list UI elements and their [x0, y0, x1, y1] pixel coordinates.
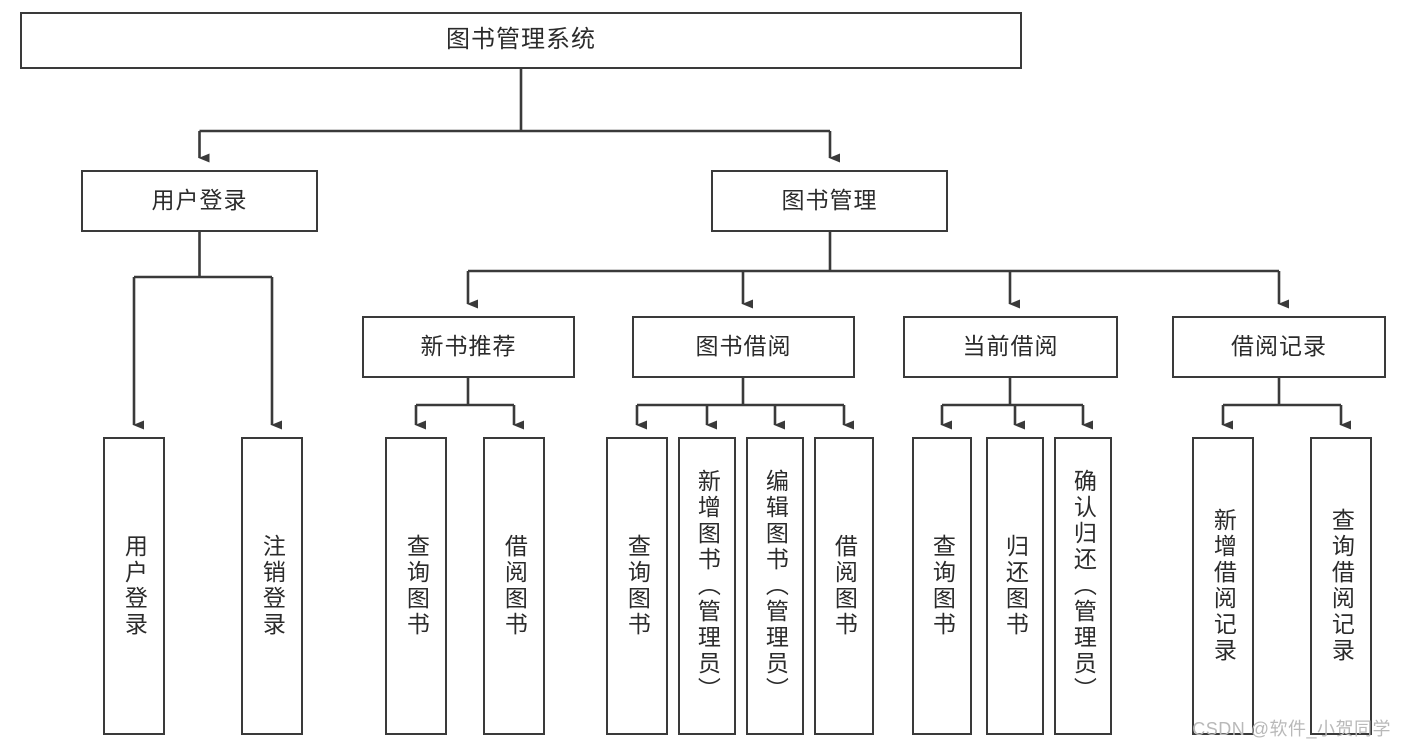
- node-label: 新增借阅记录: [1210, 508, 1237, 664]
- node-label: 查询借阅记录: [1328, 508, 1355, 664]
- node-leaf-borrow-book-recommend[interactable]: 借阅图书: [483, 437, 545, 735]
- node-label: 用户登录: [151, 187, 248, 214]
- node-label: 借阅记录: [1231, 333, 1327, 360]
- node-borrow-record[interactable]: 借阅记录: [1172, 316, 1386, 378]
- node-leaf-add-borrow-record[interactable]: 新增借阅记录: [1192, 437, 1254, 735]
- node-leaf-query-borrow-record[interactable]: 查询借阅记录: [1310, 437, 1372, 735]
- node-leaf-edit-book-admin[interactable]: 编辑图书（管理员）: [746, 437, 804, 735]
- node-leaf-logout[interactable]: 注销登录: [241, 437, 303, 735]
- node-label: 新书推荐: [420, 333, 517, 360]
- node-book-management-system[interactable]: 图书管理系统: [20, 12, 1022, 69]
- node-leaf-add-book-admin[interactable]: 新增图书（管理员）: [678, 437, 736, 735]
- node-label: 图书管理: [781, 187, 878, 214]
- node-label: 图书管理系统: [446, 26, 596, 54]
- watermark: CSDN @软件_小贺同学: [1192, 719, 1391, 739]
- node-current-borrow[interactable]: 当前借阅: [903, 316, 1118, 378]
- node-label: 借阅图书: [501, 534, 528, 638]
- node-label: 图书借阅: [695, 333, 792, 360]
- node-label: 查询图书: [929, 534, 956, 638]
- node-leaf-query-book-borrow[interactable]: 查询图书: [606, 437, 668, 735]
- node-label: 查询图书: [403, 534, 430, 638]
- node-label: 借阅图书: [831, 534, 858, 638]
- node-leaf-query-book-current[interactable]: 查询图书: [912, 437, 972, 735]
- node-label: 确认归还（管理员）: [1070, 469, 1097, 703]
- node-leaf-return-book[interactable]: 归还图书: [986, 437, 1044, 735]
- node-book-management[interactable]: 图书管理: [711, 170, 948, 232]
- node-leaf-confirm-return-admin[interactable]: 确认归还（管理员）: [1054, 437, 1112, 735]
- node-user-login[interactable]: 用户登录: [81, 170, 318, 232]
- node-book-borrow[interactable]: 图书借阅: [632, 316, 855, 378]
- node-label: 编辑图书（管理员）: [762, 469, 789, 703]
- node-label: 归还图书: [1002, 534, 1029, 638]
- node-label: 注销登录: [259, 534, 286, 638]
- node-label: 当前借阅: [962, 333, 1059, 360]
- node-leaf-query-book-recommend[interactable]: 查询图书: [385, 437, 447, 735]
- node-label: 用户登录: [121, 534, 148, 638]
- node-new-book-recommend[interactable]: 新书推荐: [362, 316, 575, 378]
- node-leaf-borrow-book[interactable]: 借阅图书: [814, 437, 874, 735]
- node-leaf-user-login[interactable]: 用户登录: [103, 437, 165, 735]
- node-label: 新增图书（管理员）: [694, 469, 721, 703]
- node-label: 查询图书: [624, 534, 651, 638]
